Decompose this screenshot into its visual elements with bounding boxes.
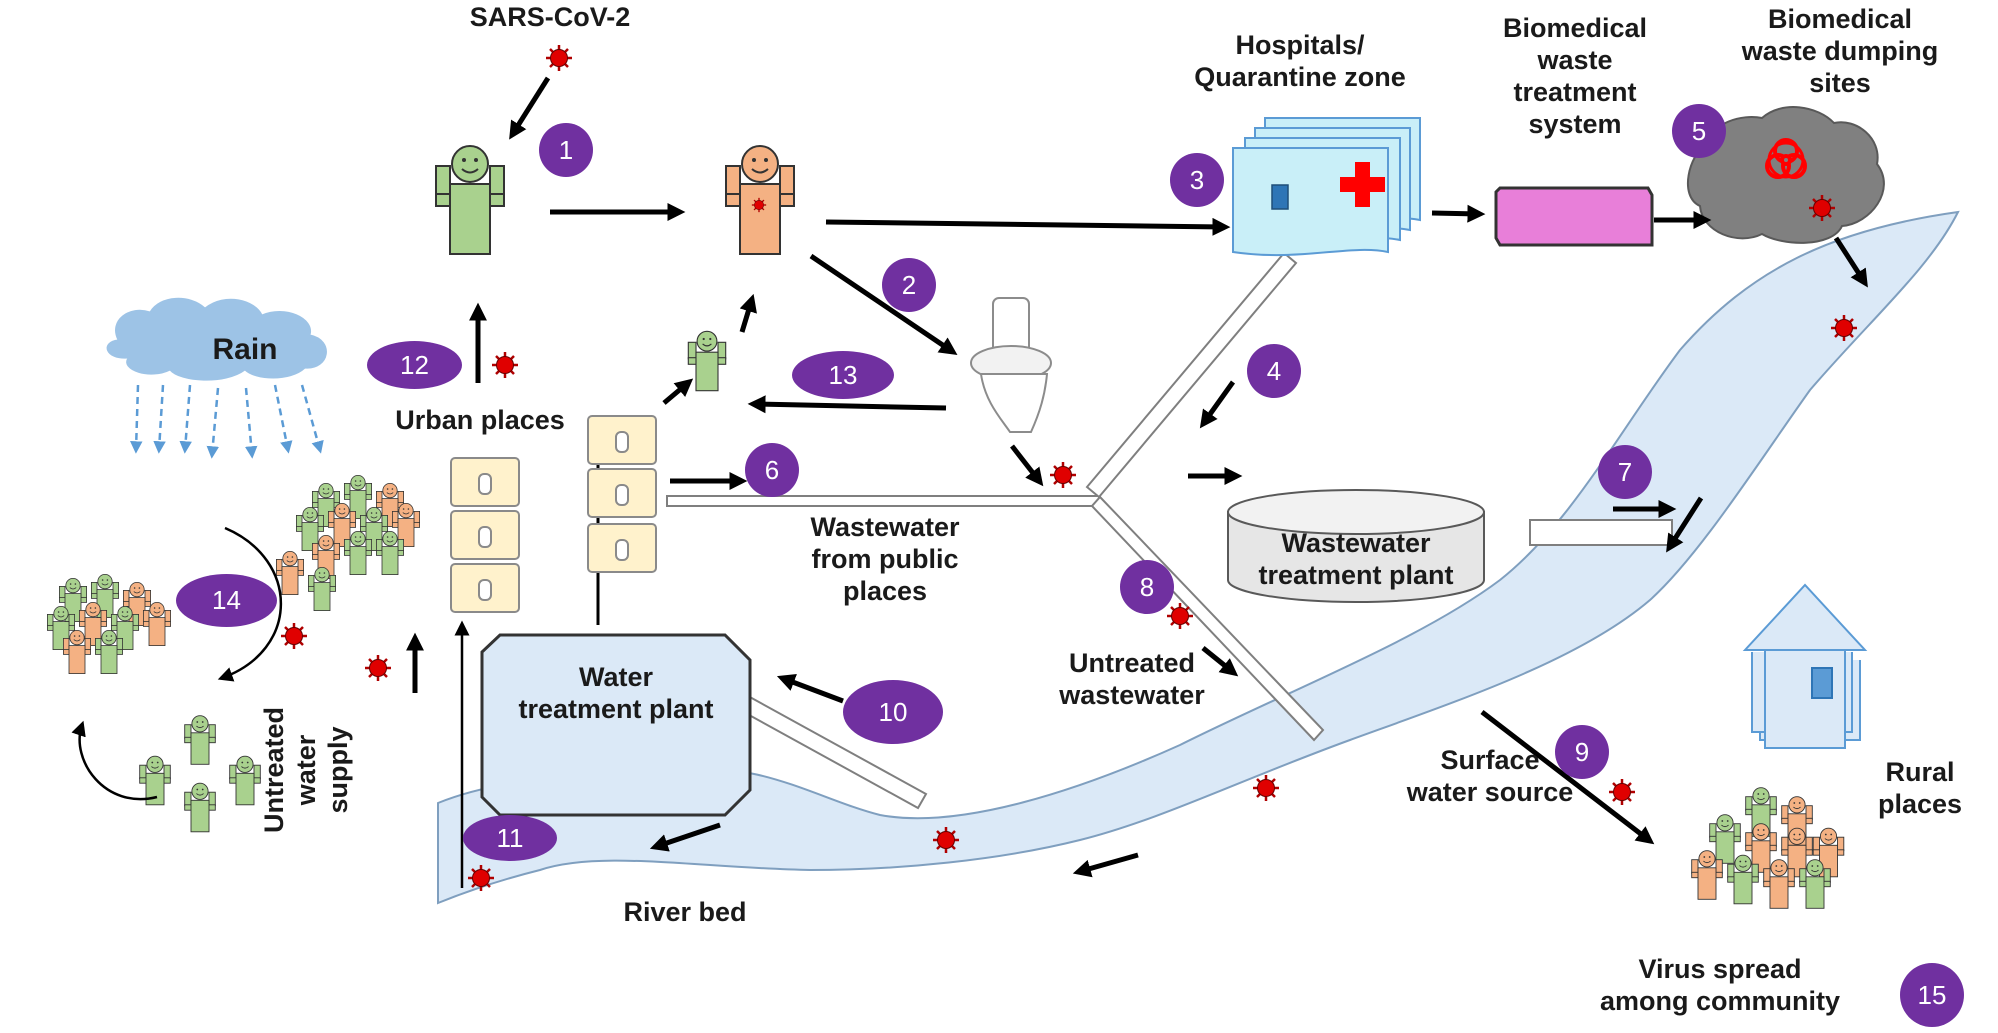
step-badge: 1 — [539, 123, 593, 177]
label-urban-places: Urban places — [395, 405, 565, 435]
step-badge: 9 — [1555, 725, 1609, 779]
wastewater-treatment-plant — [1227, 489, 1485, 603]
label-water-treatment-plant: Water treatment plant — [518, 662, 714, 724]
biohazard-icon — [1765, 138, 1807, 179]
label-rural-places: Rural places — [1877, 757, 1963, 819]
rain-cloud-icon — [106, 297, 327, 459]
person-icon — [435, 145, 505, 255]
step-badge: 10 — [843, 680, 943, 744]
label-virus-spread: Virus spread among community — [1599, 954, 1841, 1016]
label-surface-water: Surface water source — [1406, 745, 1574, 807]
step-badge: 13 — [792, 351, 894, 399]
step-badge: 12 — [367, 341, 462, 389]
label-wastewater-public: Wastewater from public places — [810, 512, 960, 606]
virus-icon — [1607, 777, 1637, 807]
step-badge: 4 — [1247, 344, 1301, 398]
person-group-rural — [1691, 787, 1845, 909]
biomedical-waste-treatment-box — [1494, 186, 1654, 247]
person-group-healthy — [139, 715, 261, 833]
step-badge: 3 — [1170, 153, 1224, 207]
label-hospitals: Hospitals/ Quarantine zone — [1194, 30, 1406, 92]
house-icon — [1742, 583, 1868, 749]
person-group-left — [46, 574, 172, 674]
person-group-urban — [275, 474, 421, 611]
hospital-quarantine-zone — [1232, 117, 1421, 257]
step-badge: 5 — [1672, 104, 1726, 158]
label-river-bed: River bed — [623, 897, 747, 927]
urban-building-stack-left — [450, 457, 520, 613]
label-wastewater-treatment-plant: Wastewater treatment plant — [1258, 528, 1454, 590]
hospital-cross-icon — [1340, 162, 1385, 207]
label-untreated-water-supply: Untreated water supply — [259, 706, 353, 834]
step-badge: 14 — [176, 574, 277, 627]
step-badge: 6 — [745, 443, 799, 497]
urban-building-stack-right — [587, 415, 657, 573]
virus-icon — [490, 350, 520, 380]
cycle-arrow — [71, 720, 158, 801]
step-badge: 8 — [1120, 560, 1174, 614]
cycle-arrow — [217, 526, 283, 682]
label-untreated-wastewater: Untreated wastewater — [1059, 648, 1205, 710]
virus-icon — [363, 653, 393, 683]
water-treatment-plant — [480, 633, 752, 817]
label-sars-cov-2: SARS-CoV-2 — [469, 2, 631, 32]
virus-icon — [544, 43, 574, 73]
label-biomedical-waste-dumping: Biomedical waste dumping sites — [1741, 4, 1939, 98]
step-badge: 7 — [1598, 445, 1652, 499]
person-icon — [687, 330, 727, 392]
toilet-icon — [970, 297, 1052, 433]
virus-icon — [1048, 460, 1078, 490]
person-icon — [725, 145, 795, 255]
step-badge: 11 — [463, 815, 557, 861]
step-badge: 2 — [882, 258, 936, 312]
virus-icon — [1251, 773, 1281, 803]
virus-icon — [279, 621, 309, 651]
step-badge: 15 — [1900, 963, 1964, 1027]
label-biomedical-waste-treatment: Biomedical waste treatment system — [1502, 13, 1648, 139]
river — [437, 210, 1960, 905]
label-rain: Rain — [212, 333, 278, 366]
